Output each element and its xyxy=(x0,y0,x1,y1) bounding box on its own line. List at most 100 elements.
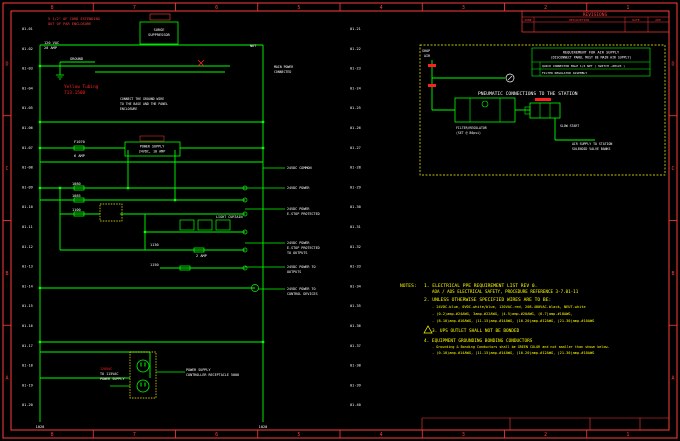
red-disconnect-mark xyxy=(197,59,205,67)
wire-1020: 1020 xyxy=(36,425,45,429)
air-gauge-icon xyxy=(505,73,515,83)
left-line-number: 01-02 xyxy=(22,47,33,51)
bottom-wire-number: 1020 xyxy=(259,425,268,429)
left-line-number: 01-07 xyxy=(22,146,33,150)
power-supply-label-2: 24VDC, 10 AMP xyxy=(139,150,166,154)
right-line-number: 01-25 xyxy=(350,106,361,110)
tubing-part-label: 713.1500 xyxy=(64,90,86,96)
note-1: 1. ELECTRICAL PPE REQUIREMENT LIST REV 0… xyxy=(424,283,537,289)
note-4b: - (0-10)amp-#14AWG, (11-15)amp-#14AWG, (… xyxy=(432,351,594,355)
power-supply-label: POWER SUPPLY xyxy=(140,145,165,149)
bottom-col-label: 2 xyxy=(544,432,547,438)
desc-1095: 24VDC POWER xyxy=(287,186,310,190)
row-label-right: C xyxy=(671,166,674,172)
left-labels: 5 1/2" OF CORD EXTENDING OUT OF PAR ENCL… xyxy=(36,17,294,429)
left-line-number: 01-10 xyxy=(22,205,33,209)
top-col-label: 8 xyxy=(51,5,54,11)
right-line-number: 01-24 xyxy=(350,86,361,90)
connect-note-3: ENCLOSURE xyxy=(120,107,137,111)
light-curtain-label: LIGHT CURTAIN xyxy=(216,215,243,219)
right-line-number: 01-31 xyxy=(350,225,361,229)
top-col-label: 7 xyxy=(133,5,136,11)
desc-1105b: E-STOP PROTECTED xyxy=(287,212,320,216)
revision-header: REVISIONS xyxy=(583,12,608,18)
relay-a xyxy=(179,219,195,231)
bottom-title-strip xyxy=(421,417,669,430)
receptacle-label-2: CONTROLLER RECEPTACLE 5000 xyxy=(186,373,239,377)
note-4a: - Grounding & Bonding Conductors shall b… xyxy=(432,345,610,349)
desc-1155b: CONTROL DEVICES xyxy=(287,292,318,296)
right-line-number: 01-26 xyxy=(350,126,361,130)
req-header-2: (DISCONNECT PANEL MUST BE MAIN AIR SUPPL… xyxy=(551,56,632,60)
right-line-number: 01-27 xyxy=(350,146,361,150)
border-zone-marks xyxy=(3,3,677,438)
right-line-number: 01-29 xyxy=(350,185,361,189)
wire-1150: 1150 xyxy=(150,263,159,267)
connect-note-2: TO THE BASE AND THE PANEL xyxy=(120,102,168,106)
neutral-label: NUT xyxy=(250,44,256,48)
left-line-number: 01-18 xyxy=(22,364,33,368)
row-label-right: D xyxy=(671,61,674,67)
pneumatic-section: REQUIREMENT FOR AIR SUPPLY (DISCONNECT P… xyxy=(419,44,666,176)
ground-symbol xyxy=(56,74,64,80)
note-2: 2. UNLESS OTHERWISE SPECIFIED WIRES ARE … xyxy=(424,297,551,303)
surge-label: SURGE xyxy=(154,28,165,32)
red-note: 120VAC xyxy=(100,367,112,371)
row-label-left: B xyxy=(5,271,8,277)
pneumatic-frame xyxy=(419,44,666,176)
note-2b: - (0-2)amp-#24AWG, 3amp-#22AWG, (4-5)amp… xyxy=(432,312,573,316)
right-line-number: 01-22 xyxy=(350,47,361,51)
surge-suppressor-box xyxy=(139,21,179,45)
desc-1145b: OUTPUTS xyxy=(287,270,301,274)
receptacle-label: POWER SUPPLY xyxy=(186,368,211,372)
note-2c: - (8-10)amp-#16AWG, (11-15)amp-#14AWG, (… xyxy=(432,319,594,323)
rev-col-app: APP xyxy=(655,18,661,22)
ground-label: GROUND xyxy=(70,57,83,61)
left-line-number: 01-08 xyxy=(22,166,33,170)
row-label-left: C xyxy=(5,166,8,172)
bottom-col-label: 1 xyxy=(626,432,629,438)
wiring-main xyxy=(39,44,264,422)
bottom-col-label: 4 xyxy=(380,432,383,438)
right-line-number: 01-30 xyxy=(350,205,361,209)
fuses xyxy=(73,145,205,271)
surge-tag xyxy=(149,13,171,21)
power-supply-box xyxy=(124,141,181,157)
note-1b: AOA / AOS ELECTRICAL SAFETY, PROCEDURE R… xyxy=(432,289,579,294)
left-line-number: 01-05 xyxy=(22,106,33,110)
left-line-number: 01-20 xyxy=(22,403,33,407)
left-line-numbers: 01-0101-0201-0301-0401-0501-0601-0701-08… xyxy=(22,27,33,407)
fuse-a: F1070 xyxy=(74,140,85,144)
left-line-number: 01-01 xyxy=(22,27,33,31)
left-line-number: 01-17 xyxy=(22,344,33,348)
note-2a: - 24VDC-blue, 0VDC-white/blue, 120VAC-re… xyxy=(432,305,586,309)
right-line-number: 01-23 xyxy=(350,67,361,71)
top-col-label: 1 xyxy=(626,5,629,11)
desc-1090: 24VDC COMMON xyxy=(287,166,312,170)
circuit-descriptions: 24VDC COMMON 24VDC POWER 24VDC POWER E-S… xyxy=(287,166,320,296)
desc-1135: 24VDC POWER xyxy=(287,241,310,245)
desc-1135c: TO OUTPUTS xyxy=(287,251,307,255)
shop-air-label: SHOP xyxy=(422,49,430,53)
terminal-points xyxy=(242,185,259,292)
receptacle-wiring xyxy=(110,371,185,387)
air-piping xyxy=(431,60,595,141)
notes-section: NOTES: 1. ELECTRICAL PPE REQUIREMENT LIS… xyxy=(400,283,610,355)
estop-box xyxy=(99,203,123,222)
row-label-right: B xyxy=(671,271,674,277)
note-4: 4. EQUIPMENT GROUNDING BONDING CONDUCTOR… xyxy=(424,338,533,344)
filter-label-2: (SET @ 80psi) xyxy=(456,131,481,135)
left-line-number: 01-12 xyxy=(22,245,33,249)
supply-amps: 20 AMP xyxy=(44,46,57,50)
wire-1085: 1085 xyxy=(72,194,81,198)
right-line-number: 01-37 xyxy=(350,344,361,348)
description-leaders xyxy=(245,167,285,290)
right-line-number: 01-35 xyxy=(350,304,361,308)
row-label-right: A xyxy=(671,376,674,382)
row-label-left: D xyxy=(5,61,8,67)
right-line-number: 01-38 xyxy=(350,364,361,368)
wire-1100: 1100 xyxy=(72,208,81,212)
source-note-2: OUT OF PAR ENCLOSURE xyxy=(48,22,91,26)
